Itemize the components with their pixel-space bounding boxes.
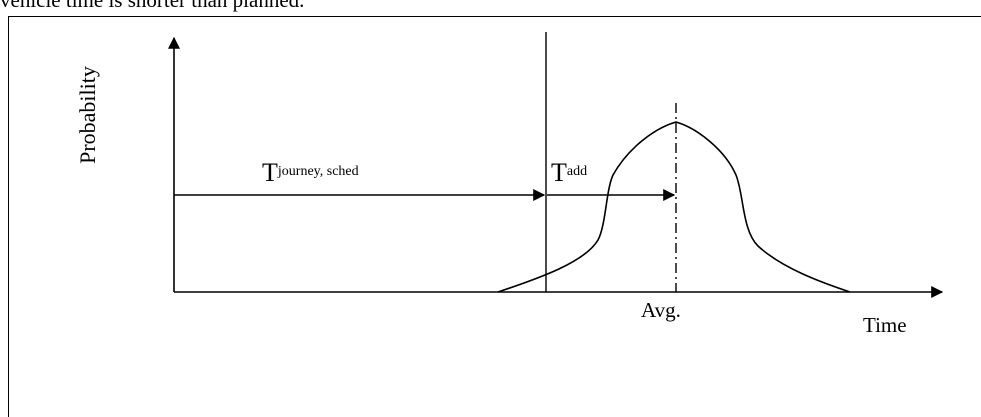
figure-frame <box>8 16 981 417</box>
t-add-sup: add <box>566 163 588 179</box>
t-add-main: T <box>551 158 567 187</box>
cropped-caption-text: vehicle time is shorter than planned. <box>0 0 305 12</box>
timing-diagram <box>168 32 944 298</box>
t-journey-sup: journey, sched <box>277 163 359 179</box>
t-add-label: Tadd <box>551 158 587 188</box>
y-axis-label: Probability <box>75 66 100 164</box>
probability-curve <box>497 121 851 293</box>
x-axis-label: Time <box>863 313 907 337</box>
t-journey-sched-label: Tjourney, sched <box>262 158 359 188</box>
avg-label: Avg. <box>641 298 681 322</box>
t-journey-main: T <box>262 158 278 187</box>
